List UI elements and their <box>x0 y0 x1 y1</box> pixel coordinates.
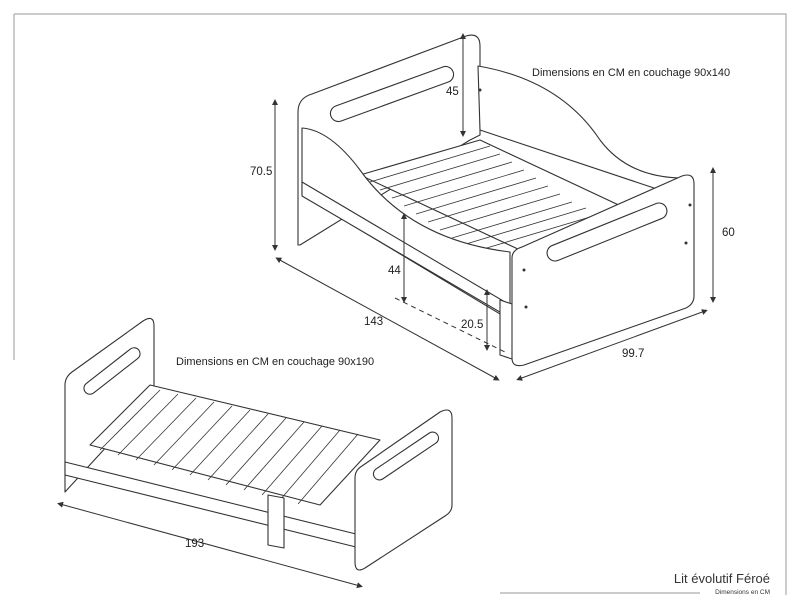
dim-headboard-above-bed: 45 <box>446 86 459 98</box>
headboard-slot <box>329 65 455 123</box>
slats <box>99 389 359 505</box>
dim-width: 99.7 <box>622 348 645 360</box>
bed-140-caption: Dimensions en CM en couchage 90x140 <box>532 67 731 79</box>
bed-190-caption: Dimensions en CM en couchage 90x190 <box>176 356 375 368</box>
product-title: Lit évolutif Féroé <box>673 571 770 586</box>
dim-length-140: 143 <box>364 316 384 328</box>
footboard-slot <box>372 431 440 481</box>
dim-height-total: 70.5 <box>250 166 273 178</box>
slats-area <box>89 384 381 506</box>
dim-bed-to-floor: 44 <box>388 265 401 277</box>
product-subtitle: Dimensions en CM <box>715 589 770 596</box>
dim-drawer-clearance: 20.5 <box>461 319 484 331</box>
leg <box>267 494 285 549</box>
headboard-slot <box>83 347 141 395</box>
dim-length-190: 193 <box>185 538 205 550</box>
dim-footboard-height: 60 <box>722 227 735 239</box>
page-frame <box>13 13 787 595</box>
bed-140-dimension-lines <box>272 33 716 381</box>
screws <box>478 88 692 309</box>
footboard-slot <box>546 202 668 262</box>
bed-190-dimension-lines <box>57 501 363 589</box>
slats <box>369 145 601 251</box>
bed-140-drawing <box>297 34 695 367</box>
